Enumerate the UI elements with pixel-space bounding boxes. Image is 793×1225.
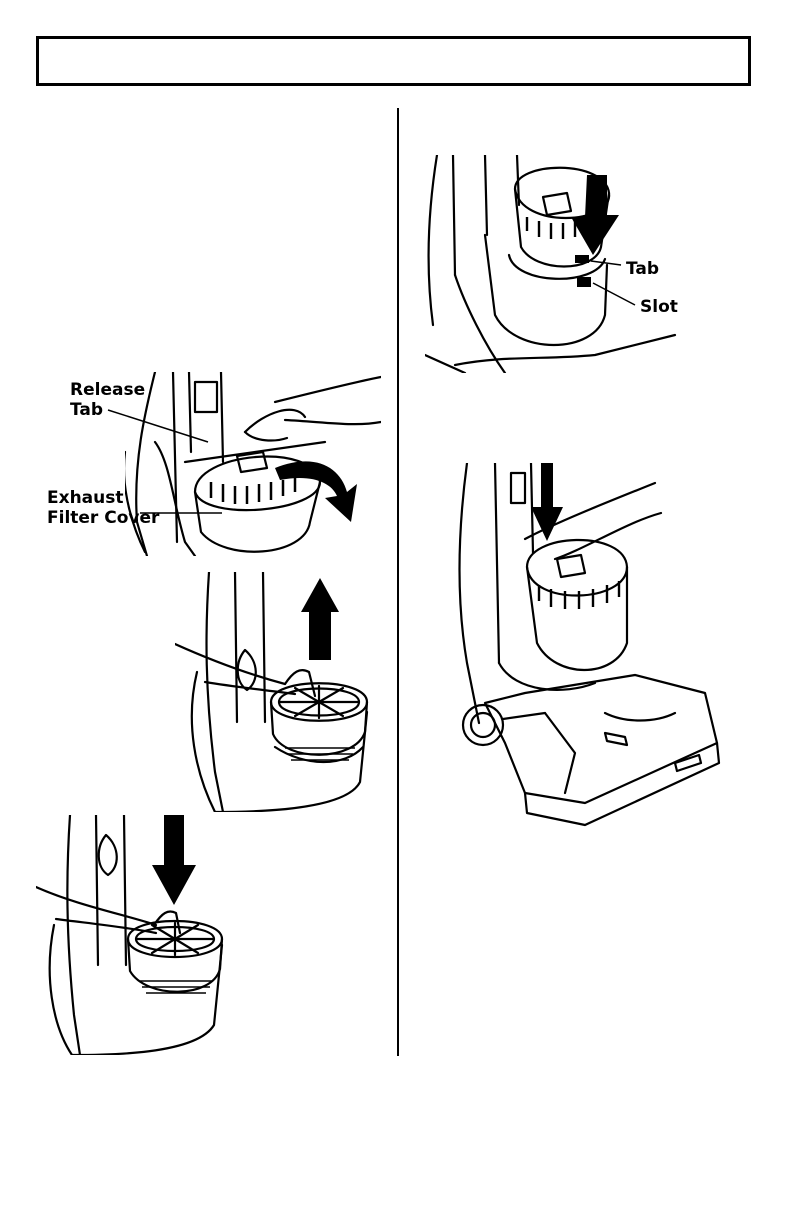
up-arrow-icon bbox=[301, 578, 339, 660]
vacuum-illustration-2 bbox=[175, 572, 385, 812]
callout-tab: Tab bbox=[626, 259, 659, 279]
vacuum-illustration-3 bbox=[36, 815, 266, 1055]
callout-release-text: Release bbox=[70, 380, 145, 400]
callout-leader-lines bbox=[100, 400, 360, 540]
vacuum-illustration-5 bbox=[455, 463, 725, 833]
callout-slot: Slot bbox=[640, 297, 678, 317]
down-arrow-icon bbox=[571, 175, 619, 255]
figure-full-vacuum bbox=[455, 463, 725, 833]
column-divider bbox=[397, 108, 399, 1056]
page-header-box bbox=[36, 36, 751, 86]
figure-lift-filter bbox=[175, 572, 385, 812]
figure-insert-filter bbox=[36, 815, 266, 1055]
down-arrow-icon bbox=[152, 815, 196, 905]
down-arrow-icon bbox=[531, 463, 563, 541]
